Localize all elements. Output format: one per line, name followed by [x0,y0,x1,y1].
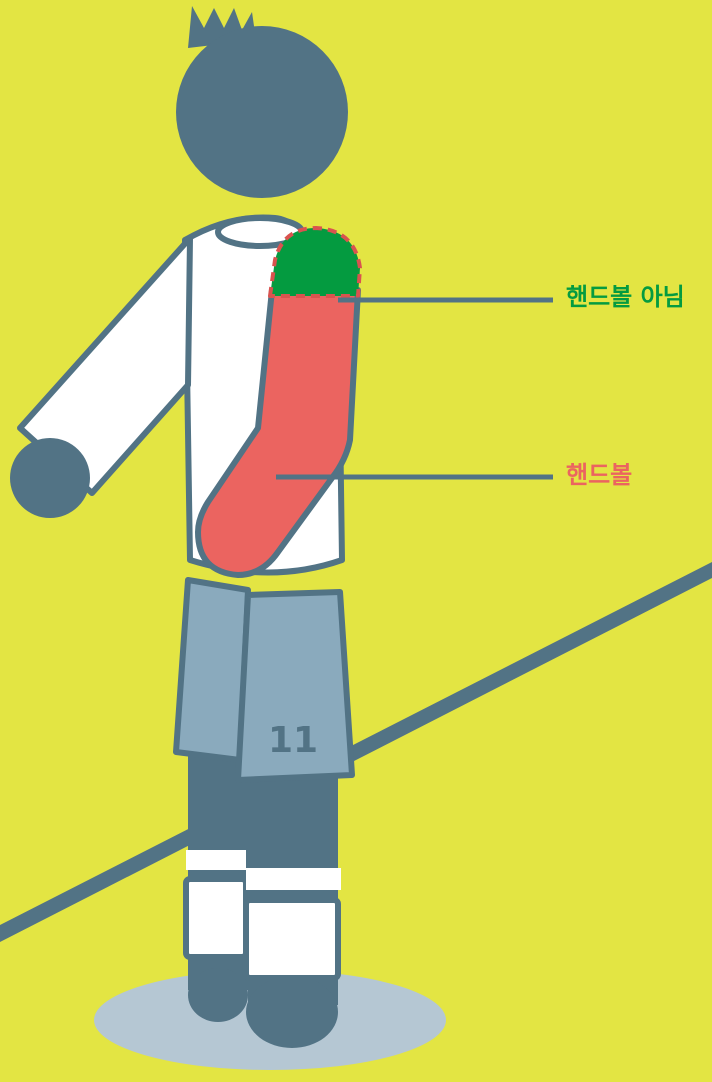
label-handball: 핸드볼 [566,463,632,487]
player-socks [186,850,341,978]
player-left-arm [10,238,190,518]
pitch-line [0,562,712,942]
label-not-handball: 핸드볼 아님 [566,285,685,309]
player-number: 11 [268,720,318,761]
player-shorts [176,580,352,780]
player-head [176,6,348,198]
